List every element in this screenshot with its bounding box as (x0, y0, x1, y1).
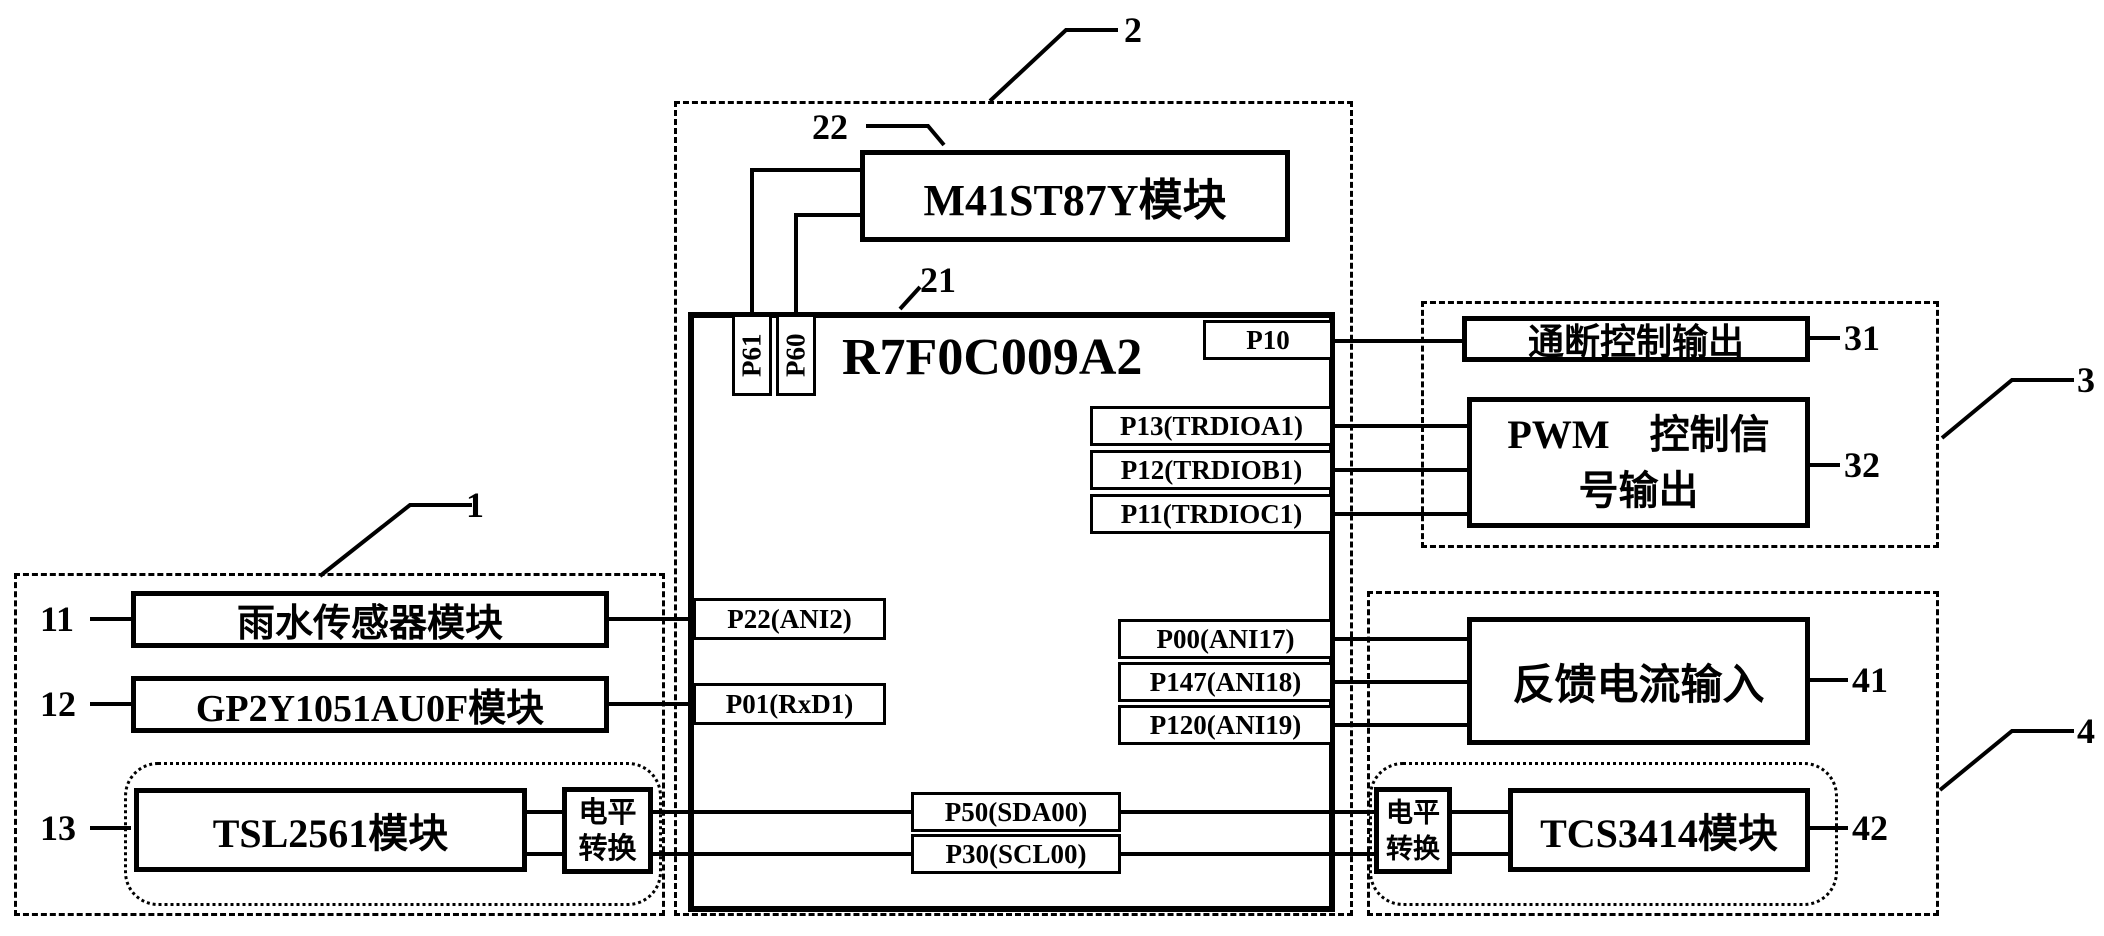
group-2-controller (674, 101, 1353, 916)
leader-group-3 (1940, 378, 2074, 440)
ref-42: 42 (1852, 808, 1888, 848)
onoff-control-output: 通断控制输出 (1462, 316, 1810, 362)
ref-11: 11 (40, 599, 75, 639)
tsl-level-shifter: 电平 转换 (562, 787, 653, 874)
leader-group-2 (988, 28, 1118, 103)
pin-p00: P00(ANI17) (1118, 619, 1333, 659)
label-group-3: 3 (2077, 360, 2095, 400)
tcs3414-module: TCS3414模块 (1508, 788, 1810, 872)
tsl2561-module: TSL2561模块 (134, 788, 527, 872)
pin-p22: P22(ANI2) (693, 598, 886, 640)
label-group-2: 2 (1124, 10, 1142, 50)
group-4-inputs (1367, 591, 1939, 916)
pin-p12: P12(TRDIOB1) (1090, 450, 1333, 490)
tsl-subgroup (124, 762, 662, 906)
onoff-control-label: 通断控制输出 (1527, 322, 1744, 362)
ref-32: 32 (1844, 445, 1880, 485)
pin-p60: P60 (776, 314, 816, 396)
leader-group-4 (1938, 729, 2074, 792)
label-group-1: 1 (466, 485, 484, 525)
pin-p11: P11(TRDIOC1) (1090, 494, 1333, 534)
pin-p10: P10 (1203, 320, 1333, 360)
pin-p50: P50(SDA00) (911, 792, 1121, 832)
tsl-level-shift-line2: 转换 (578, 832, 637, 865)
feedback-current-label: 反馈电流输入 (1512, 662, 1765, 709)
pwm-label-line2: 号输出 (1578, 467, 1699, 513)
m41st87y-module: M41ST87Y模块 (860, 150, 1290, 242)
feedback-current-input: 反馈电流输入 (1467, 617, 1810, 745)
tcs-level-shifter: 电平 转换 (1374, 787, 1452, 874)
mcu-name: R7F0C009A2 (842, 329, 1143, 386)
tsl2561-label: TSL2561模块 (212, 811, 449, 856)
pwm-control-output: PWM 控制信 号输出 (1467, 397, 1810, 528)
tcs-level-shift-line1: 电平 (1386, 797, 1440, 828)
tsl-level-shift-line1: 电平 (578, 796, 637, 829)
ref-12: 12 (40, 684, 76, 724)
label-group-4: 4 (2077, 711, 2095, 751)
ref-22: 22 (812, 107, 848, 147)
tcs-subgroup (1369, 762, 1838, 906)
leader-group-1 (318, 503, 472, 578)
tcs-level-shift-line2: 转换 (1386, 833, 1440, 864)
pwm-label-line1: PWM 控制信 (1507, 411, 1770, 457)
ref-31: 31 (1844, 318, 1880, 358)
gp2y-module: GP2Y1051AU0F模块 (131, 676, 609, 733)
pin-p147: P147(ANI18) (1118, 662, 1333, 702)
rain-sensor-module: 雨水传感器模块 (131, 591, 609, 648)
pin-p13: P13(TRDIOA1) (1090, 406, 1333, 446)
gp2y-label: GP2Y1051AU0F模块 (195, 688, 545, 730)
pin-p30: P30(SCL00) (911, 834, 1121, 874)
ref-41: 41 (1852, 660, 1888, 700)
pin-p120: P120(ANI19) (1118, 705, 1333, 745)
m41st87y-label: M41ST87Y模块 (923, 176, 1227, 225)
mcu-r7f0c009a2 (688, 312, 1335, 912)
tcs3414-label: TCS3414模块 (1540, 811, 1778, 856)
ref-13: 13 (40, 808, 76, 848)
ref-21: 21 (920, 260, 956, 300)
pin-p61: P61 (732, 314, 772, 396)
rain-sensor-label: 雨水传感器模块 (236, 603, 503, 645)
pin-p01: P01(RxD1) (693, 683, 886, 725)
